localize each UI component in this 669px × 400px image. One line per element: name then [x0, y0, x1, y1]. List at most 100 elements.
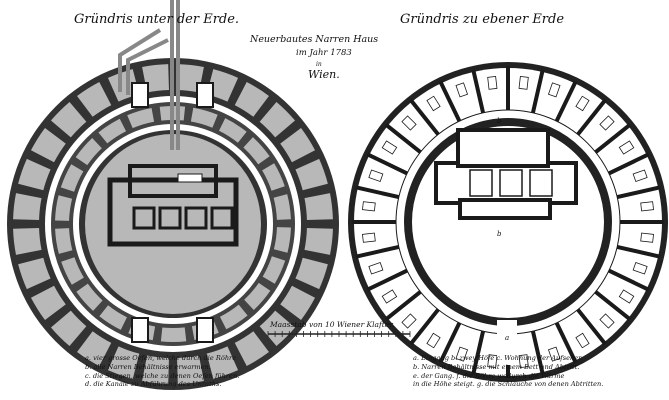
cell — [30, 285, 66, 320]
cell-partition — [594, 290, 632, 321]
cell — [98, 118, 127, 144]
bed — [632, 169, 648, 183]
entrance-a — [497, 320, 517, 365]
legend-item: a. Eingang b. zwey Höfe c. Wohnung der A… — [413, 354, 583, 362]
cell — [295, 257, 328, 290]
cell-partition — [608, 152, 650, 176]
legend-ground-floor: a. Eingang b. zwey Höfe c. Wohnung der A… — [413, 354, 603, 389]
label-a: a — [505, 334, 510, 342]
building-upper — [128, 164, 218, 198]
cell — [295, 158, 328, 191]
cell — [262, 256, 286, 284]
cell — [219, 304, 248, 330]
room — [158, 206, 182, 230]
bed — [640, 201, 654, 212]
cell — [142, 355, 169, 384]
cell — [243, 137, 270, 165]
cell — [77, 331, 112, 367]
cell-partition — [355, 185, 400, 200]
bed — [487, 76, 498, 90]
cell — [304, 193, 333, 220]
room — [469, 169, 493, 197]
bed — [518, 76, 529, 90]
cell — [18, 257, 51, 290]
bed — [640, 232, 654, 243]
heading-ground-floor: Gründris zu ebener Erde — [400, 12, 565, 27]
cell-partition — [608, 268, 650, 292]
cell-partition — [384, 123, 422, 154]
bed — [575, 332, 590, 349]
cell-partition — [554, 322, 578, 364]
bed — [518, 354, 529, 368]
cell — [127, 107, 155, 129]
cell-partition — [438, 80, 462, 122]
oven-a — [196, 82, 214, 108]
cell — [177, 355, 204, 384]
cell — [99, 305, 127, 330]
bed — [362, 232, 376, 243]
cell-partition — [594, 123, 632, 154]
cell — [280, 128, 316, 163]
legend-item: c. die Stiegen, welche zu denen Oefen fü… — [85, 371, 240, 380]
bed — [455, 82, 469, 98]
cell-partition — [616, 244, 661, 259]
oven-a — [196, 317, 214, 343]
bed — [368, 169, 384, 183]
cell — [280, 285, 316, 320]
cell — [190, 107, 218, 128]
title-line-3: in — [316, 61, 322, 68]
bed — [575, 95, 590, 112]
bed — [401, 115, 417, 131]
cell — [13, 228, 42, 255]
bed — [362, 201, 376, 212]
cell — [219, 118, 247, 143]
oven-a — [131, 317, 149, 343]
ground-floor-plan — [348, 62, 668, 382]
room — [529, 169, 553, 197]
legend-underground: a. vier grosse Oefen, welche dürch die R… — [85, 354, 239, 389]
title-line-4: Wien. — [308, 68, 340, 81]
cell-partition — [366, 268, 408, 292]
cell — [244, 282, 271, 311]
cell — [234, 81, 269, 117]
cell — [30, 128, 66, 163]
cell — [50, 310, 87, 347]
cell-partition — [471, 330, 486, 375]
cell — [107, 346, 140, 379]
central-building — [107, 177, 239, 247]
cell-partition — [576, 308, 607, 346]
bed — [599, 313, 615, 329]
cell-partition — [616, 185, 661, 200]
cell-partition — [554, 80, 578, 122]
cell-partition — [438, 322, 462, 364]
room — [132, 206, 156, 230]
legend-item: d. die Kanale zu Abführung des Unraths. — [85, 380, 222, 389]
cell — [206, 346, 239, 379]
cell — [55, 228, 73, 254]
room — [184, 206, 208, 230]
oven-a — [131, 82, 149, 108]
bed — [426, 332, 441, 349]
cell — [304, 228, 333, 255]
title-line-1: Neuerbautes Narren Haus — [250, 34, 379, 45]
room — [210, 206, 234, 230]
cell — [160, 327, 187, 342]
label-b: b — [497, 230, 502, 238]
scale-bar — [267, 331, 411, 337]
bed — [618, 289, 635, 304]
cell — [75, 137, 102, 166]
label-b: b — [497, 117, 502, 125]
cell-partition — [471, 69, 486, 114]
cell-partition — [384, 290, 422, 321]
cell-partition — [409, 98, 440, 136]
bed — [547, 82, 561, 98]
bed — [426, 95, 441, 112]
building-upper — [456, 128, 550, 168]
cell — [13, 193, 42, 220]
bed — [368, 261, 384, 275]
cell-partition — [409, 308, 440, 346]
bed — [381, 140, 398, 155]
cell-partition — [576, 98, 607, 136]
cell — [50, 101, 87, 138]
central-building — [434, 161, 578, 205]
